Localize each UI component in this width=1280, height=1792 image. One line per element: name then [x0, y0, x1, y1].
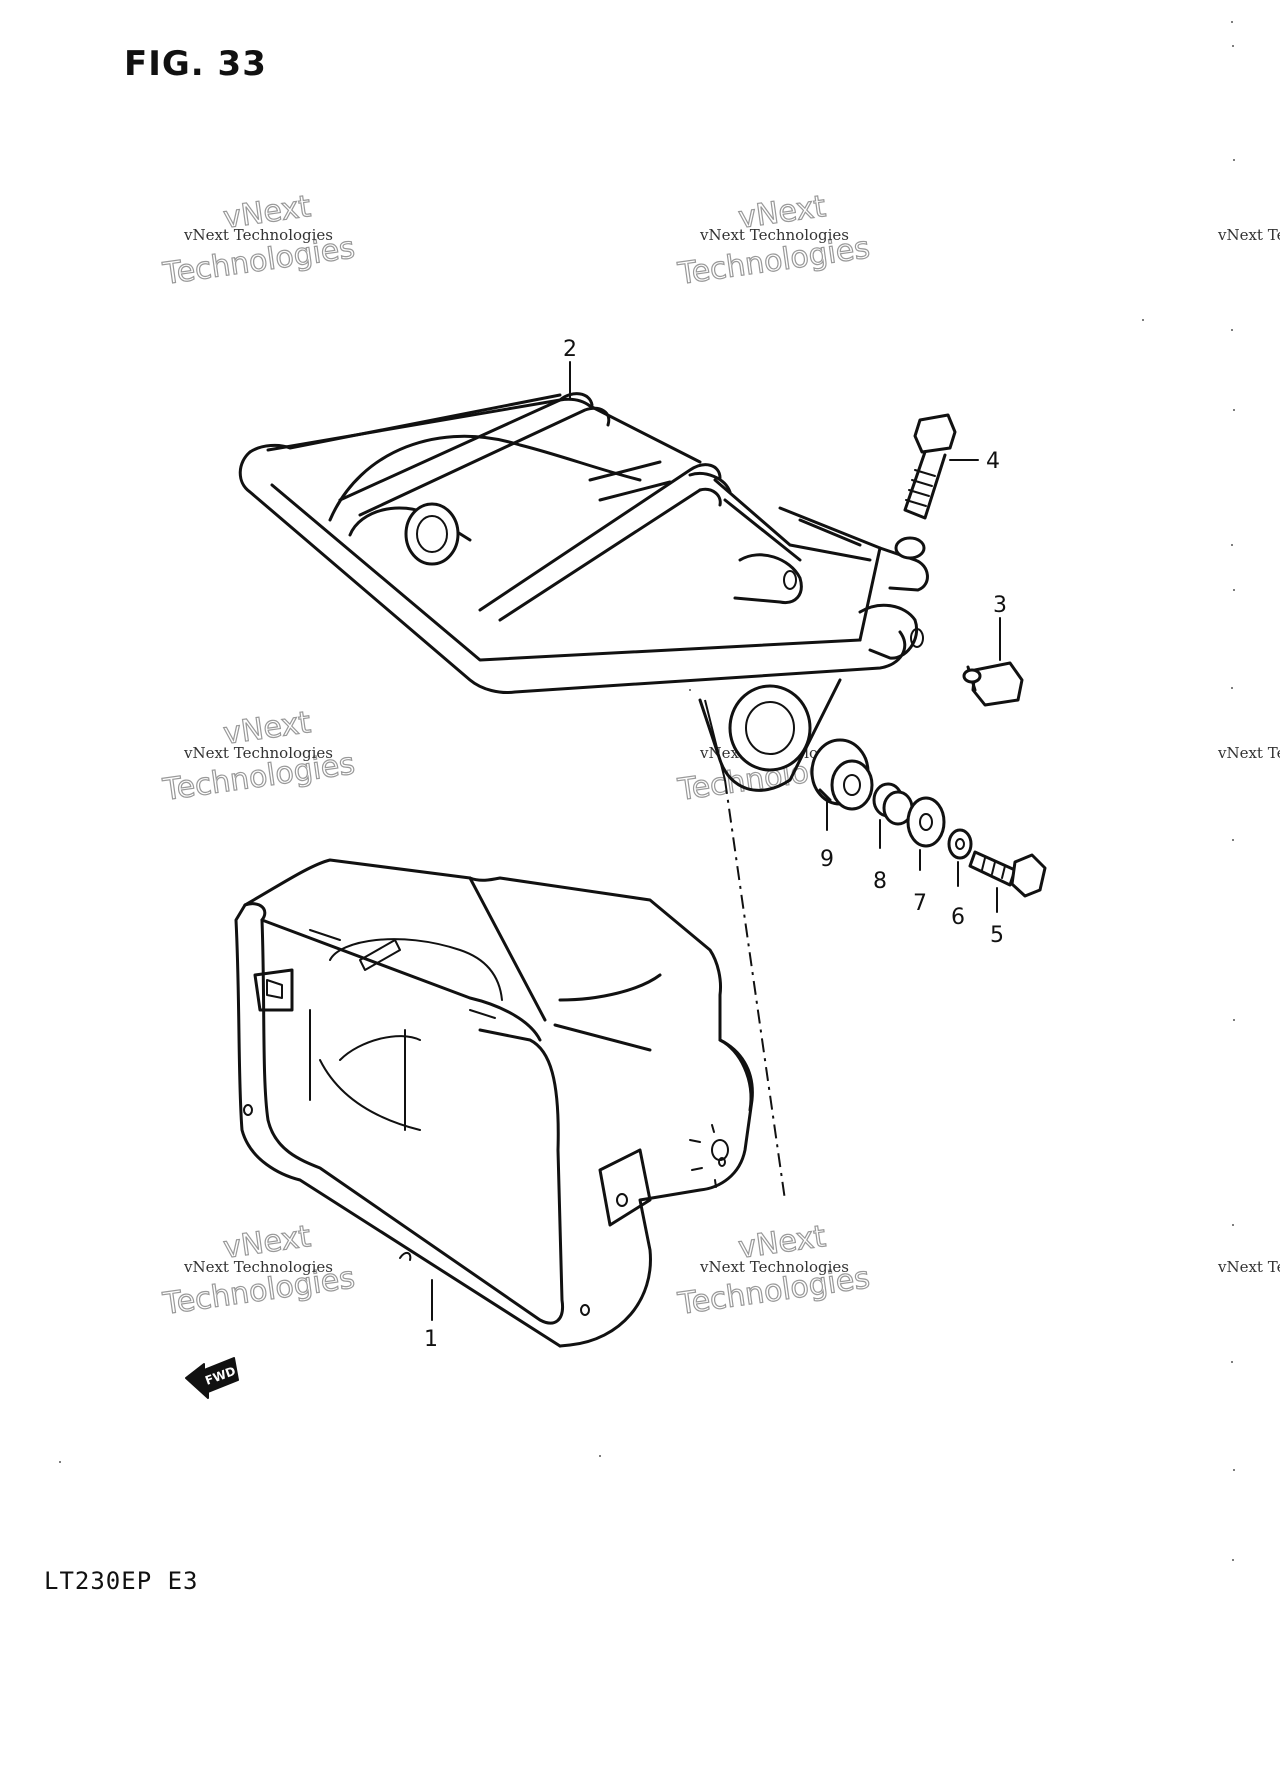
callout-9: 9	[820, 801, 834, 872]
model-code: LT230EP E3	[44, 1567, 199, 1595]
callout-2: 2	[563, 337, 577, 399]
scan-specks	[59, 21, 1235, 1561]
figure-title: FIG. 33	[124, 44, 267, 84]
watermark-mid-left: Technologies vNext vNext Technologies	[160, 704, 358, 808]
svg-text:2: 2	[563, 337, 577, 362]
watermark-bottom-center: Technologies vNext vNext Technologies	[675, 1218, 873, 1322]
part-7-washer	[906, 796, 946, 848]
svg-text:vNext Technologies: vNext Technologies	[1217, 226, 1280, 244]
watermark-right-edge: vNext Technologies vNext Technologies vN…	[1217, 226, 1280, 1276]
part-1-headlight-housing	[234, 858, 754, 1348]
callout-1: 1	[424, 1279, 438, 1352]
part-9-grommet	[810, 738, 874, 811]
part-5-bolt	[968, 850, 1047, 898]
svg-text:vNext Technologies: vNext Technologies	[183, 744, 333, 762]
svg-text:3: 3	[993, 593, 1007, 618]
part-6-lock-washer	[947, 828, 973, 860]
svg-text:7: 7	[913, 891, 927, 916]
svg-text:vNext Technologies: vNext Technologies	[1217, 744, 1280, 762]
callout-8: 8	[873, 819, 887, 894]
watermark-bottom-left: Technologies vNext vNext Technologies	[160, 1218, 358, 1322]
svg-text:4: 4	[986, 449, 1000, 474]
svg-text:vNext Technologies: vNext Technologies	[1217, 1258, 1280, 1276]
alignment-line	[724, 779, 786, 1201]
part-8-collar	[872, 782, 914, 826]
callout-4: 4	[949, 449, 1000, 474]
svg-text:8: 8	[873, 869, 887, 894]
fwd-arrow: FWD	[185, 1357, 239, 1399]
svg-text:5: 5	[990, 923, 1004, 948]
callout-3: 3	[993, 593, 1007, 661]
part-2-guard-frame	[238, 392, 929, 792]
callout-7: 7	[913, 849, 927, 916]
svg-text:1: 1	[424, 1327, 438, 1352]
watermark-top-center: Technologies vNext vNext Technologies	[675, 188, 873, 292]
svg-text:vNext Technologies: vNext Technologies	[699, 226, 849, 244]
callout-5: 5	[990, 887, 1004, 948]
svg-text:vNext Technologies: vNext Technologies	[183, 1258, 333, 1276]
svg-text:vNext Technologies: vNext Technologies	[183, 226, 333, 244]
svg-text:6: 6	[951, 905, 965, 930]
svg-text:vNext Technologies: vNext Technologies	[699, 1258, 849, 1276]
part-3-flange-bolt	[962, 661, 1024, 707]
part-4-bolt	[903, 413, 957, 520]
callout-6: 6	[951, 861, 965, 930]
svg-text:9: 9	[820, 847, 834, 872]
alignment-line-2	[704, 699, 726, 781]
watermark-top-left: Technologies vNext vNext Technologies	[160, 188, 358, 292]
